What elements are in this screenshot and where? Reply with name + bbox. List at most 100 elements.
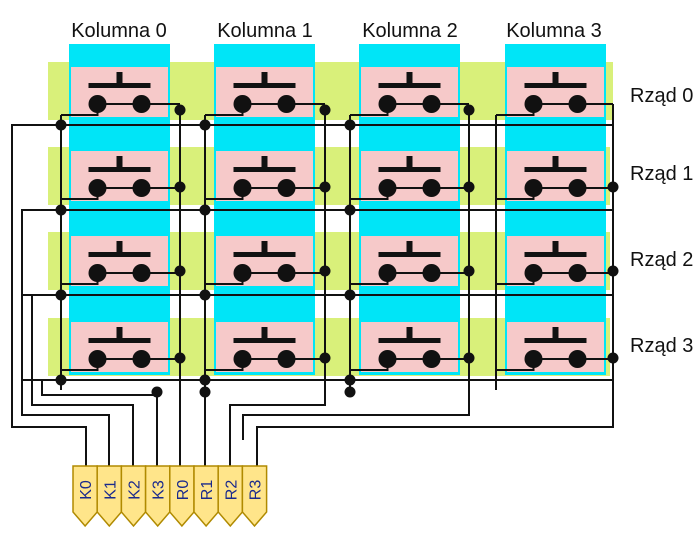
key-plunger-bar [524,252,587,257]
junction-dot-20 [55,374,67,386]
key-plunger-bar [233,338,296,343]
junction-dot-11 [463,181,475,193]
key-plunger-bar [233,167,296,172]
key-plunger-stem [552,72,559,84]
key-plunger-stem [261,156,268,168]
key-button-r2-c2 [361,236,458,286]
pin-label: K0 [78,480,95,500]
key-plunger-stem [552,156,559,168]
column-label-2: Kolumna 2 [362,20,458,42]
col-tap-r1-c2 [350,188,389,200]
junction-dot-15 [344,289,356,301]
pin-body [241,465,268,528]
junction-dot-22 [344,374,356,386]
pin-body [169,465,195,528]
col-tap-r0-c1 [205,104,244,116]
junction-dot-0 [55,119,67,131]
row-label-3: Rząd 3 [630,335,693,357]
key-button-r1-c3 [507,151,604,201]
key-plunger-stem [261,241,268,253]
junction-dot-18 [463,265,475,277]
col-tap-r2-c3 [496,273,535,285]
column-label-0: Kolumna 0 [71,20,167,42]
key-plunger-bar [233,83,296,88]
junction-dot-16 [174,265,186,277]
key-plunger-bar [88,83,151,88]
junction-dot-2 [344,119,356,131]
key-plunger-stem [116,327,123,339]
row-label-2: Rząd 2 [630,249,693,271]
junction-dot-13 [55,289,67,301]
key-button-r1-c1 [216,151,313,201]
key-plunger-bar [378,167,441,172]
pin-body [120,465,147,528]
key-button-r2-c3 [507,236,604,286]
col-tap-r3-c2 [350,359,389,371]
pin-body [217,465,244,528]
col-tap-r1-c0 [61,188,99,200]
junction-dot-3 [174,104,186,116]
column-label-1: Kolumna 1 [217,20,313,42]
key-button-r1-c0 [71,151,168,201]
col-tap-r3-c1 [205,359,244,371]
junction-dot-19 [607,265,619,277]
junction-dot-9 [174,181,186,193]
key-plunger-bar [524,338,587,343]
key-plunger-bar [88,338,151,343]
lead-k0 [11,124,87,466]
junction-dot-28 [199,386,211,398]
pin-body [72,465,98,528]
lead-k2 [31,294,134,466]
key-plunger-stem [261,72,268,84]
junction-dot-24 [319,352,331,364]
junction-dot-14 [199,289,211,301]
connector-pin-r0: R0 [169,465,195,528]
col-tap-r0-c2 [350,104,389,116]
pin-label: K3 [151,480,168,500]
key-button-r0-c1 [216,67,313,117]
key-plunger-bar [378,338,441,343]
key-plunger-stem [406,156,413,168]
connector-pin-r2: R2 [217,465,244,528]
key-plunger-stem [406,327,413,339]
connector-pin-r3: R3 [241,465,268,528]
key-plunger-stem [116,156,123,168]
row-label-1: Rząd 1 [630,163,693,185]
col-tap-r1-c3 [496,188,535,200]
pin-body [144,465,171,528]
connector-pin-k2: K2 [120,465,147,528]
key-plunger-bar [88,252,151,257]
col-tap-r3-c3 [496,359,535,371]
pin-body [193,465,219,528]
key-plunger-stem [406,241,413,253]
junction-dot-21 [199,374,211,386]
key-button-r3-c3 [507,322,604,372]
junction-dot-12 [607,181,619,193]
key-button-r0-c2 [361,67,458,117]
junction-dot-29 [344,386,356,398]
key-button-r1-c2 [361,151,458,201]
col-tap-r0-c3 [496,104,535,116]
col-tap-r3-c0 [61,359,99,371]
pin-label: K1 [102,480,119,500]
key-button-r0-c0 [71,67,168,117]
junction-dot-23 [174,352,186,364]
connector-pin-r1: R1 [193,465,219,528]
junction-layer [55,104,619,398]
key-plunger-stem [406,72,413,84]
key-button-r0-c3 [507,67,604,117]
lead-k1 [21,209,110,466]
key-plunger-stem [116,241,123,253]
key-plunger-stem [116,72,123,84]
junction-dot-6 [55,204,67,216]
junction-dot-8 [344,204,356,216]
row-label-0: Rząd 0 [630,85,693,107]
junction-dot-1 [199,119,211,131]
wire-layer [11,103,614,466]
key-plunger-stem [552,241,559,253]
key-button-r3-c0 [71,322,168,372]
column-label-3: Kolumna 3 [506,20,602,42]
lead-r3-aux [242,390,470,440]
